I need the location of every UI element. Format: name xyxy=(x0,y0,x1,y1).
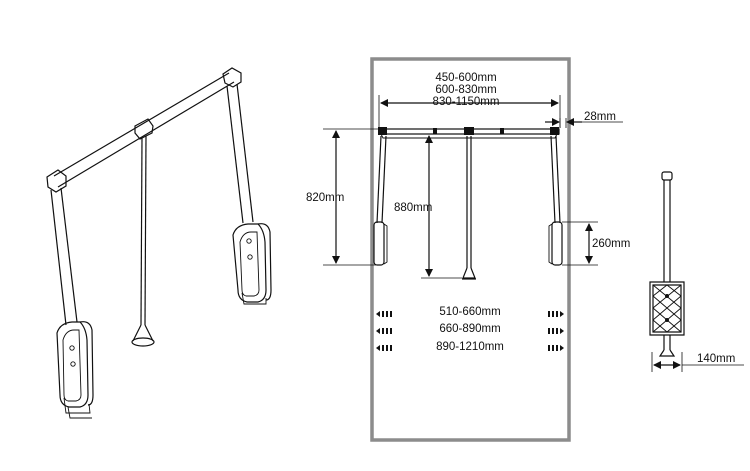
offset-label: 28mm xyxy=(584,111,616,123)
width-range-1-label: 450-600mm xyxy=(435,72,496,84)
cabinet-range-2-label: 660-890mm xyxy=(439,323,500,335)
cabinet-range-3-label: 890-1210mm xyxy=(436,341,504,353)
width-range-3-label: 830-1150mm xyxy=(433,96,500,108)
cabinet-range-1-label: 510-660mm xyxy=(439,306,500,318)
cabinet-frame xyxy=(370,57,571,442)
double-arrow-right-icon xyxy=(548,311,564,351)
height-left-label: 820mm xyxy=(306,192,344,204)
double-arrow-left-icon xyxy=(376,311,392,351)
side-view: 140mm xyxy=(649,171,744,372)
width-range-2-label: 600-830mm xyxy=(435,84,496,96)
isometric-pull-down-rail xyxy=(46,67,272,419)
height-center-label: 880mm xyxy=(394,202,432,214)
cabinet-front-view: 450-600mm 600-830mm 830-1150mm 28mm 820m… xyxy=(306,57,630,442)
handle-height-label: 260mm xyxy=(592,238,630,250)
depth-label: 140mm xyxy=(697,353,735,365)
